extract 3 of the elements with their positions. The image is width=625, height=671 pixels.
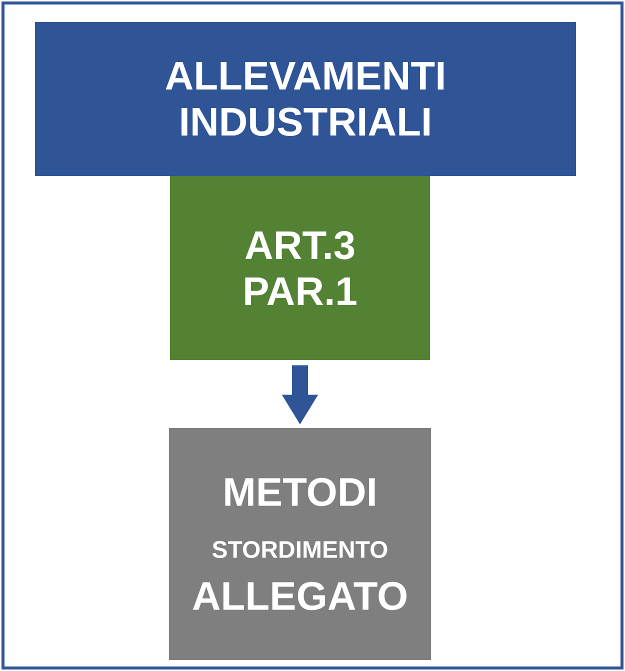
process-box: ALLEVAMENTI INDUSTRIALI (35, 22, 576, 176)
process-box: ART.3 PAR.1 (170, 176, 430, 360)
process-box: METODI STORDIMENTO ALLEGATO (169, 428, 431, 660)
